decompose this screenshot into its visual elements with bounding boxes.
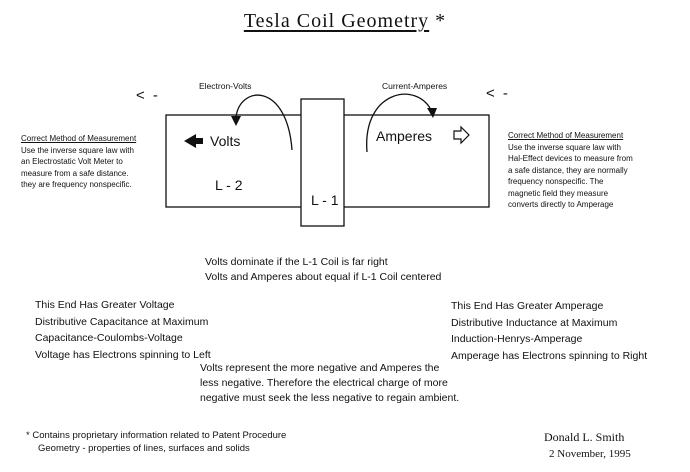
footnote-line: * Contains proprietary information relat… (26, 430, 287, 441)
right-measurement-note: Correct Method of Measurement Use the in… (508, 130, 678, 211)
l2-label: L - 2 (215, 177, 243, 193)
title-text: Tesla Coil Geometry (243, 10, 430, 32)
left-end-line: Capacitance-Coulombs-Voltage (35, 332, 183, 344)
author-name: Donald L. Smith (544, 430, 625, 444)
volts-label: Volts (210, 133, 241, 149)
middle-line: Volts and Amperes about equal if L-1 Coi… (205, 271, 442, 283)
right-note-line: converts directly to Amperage (508, 200, 614, 209)
title-asterisk: * (435, 10, 447, 32)
footnote-line: Geometry - properties of lines, surfaces… (38, 443, 250, 454)
left-note-line: Use the inverse square law with (21, 145, 134, 155)
footnote: * Contains proprietary information relat… (26, 429, 286, 455)
left-end-line: This End Has Greater Voltage (35, 299, 175, 311)
current-amperes-arrowhead (427, 108, 437, 118)
l1-coil-box (300, 98, 345, 227)
right-end-line: Induction-Henrys-Amperage (451, 333, 583, 345)
right-note-line: frequency nonspecific. The (508, 177, 604, 186)
center-explanation: Volts represent the more negative and Am… (200, 361, 459, 406)
right-end-line: Amperage has Electrons spinning to Right (451, 349, 648, 362)
electron-volts-label: Electron-Volts (199, 81, 252, 91)
right-note-line: Use the inverse square law with (508, 142, 621, 152)
middle-text: Volts dominate if the L-1 Coil is far ri… (205, 255, 441, 285)
left-note-line: an Electrostatic Volt Meter to (21, 157, 123, 166)
left-measurement-note: Correct Method of Measurement Use the in… (21, 133, 171, 191)
amperes-label: Amperes (376, 128, 433, 144)
left-direction-arrow: < - (136, 87, 160, 104)
electron-volts-curve (235, 94, 293, 151)
middle-line: Volts dominate if the L-1 Coil is far ri… (205, 256, 388, 268)
center-line: Volts represent the more negative and Am… (200, 362, 440, 374)
left-note-heading: Correct Method of Measurement (21, 134, 137, 143)
right-end-description: This End Has Greater Amperage Distributi… (451, 298, 647, 364)
current-amperes-curve (366, 93, 433, 153)
author-date: 2 November, 1995 (549, 448, 631, 460)
right-note-heading: Correct Method of Measurement (508, 131, 624, 140)
left-note-line: measure from a safe distance. (21, 168, 129, 178)
l1-label: L - 1 (311, 192, 339, 208)
left-end-description: This End Has Greater Voltage Distributiv… (35, 297, 211, 363)
left-note-line: they are frequency nonspecific. (21, 180, 132, 189)
right-end-line: This End Has Greater Amperage (451, 300, 604, 312)
right-note-line: a safe distance, they are normally (508, 165, 628, 175)
right-note-line: Hal-Effect devices to measure from (508, 154, 633, 163)
volts-arrow-icon (184, 134, 203, 148)
current-amperes-label: Current-Amperes (382, 81, 448, 91)
center-line: less negative. Therefore the electrical … (200, 377, 448, 389)
right-direction-arrow: < - (486, 85, 510, 102)
page-title: Tesla Coil Geometry * (0, 10, 690, 33)
left-end-line: Distributive Capacitance at Maximum (35, 315, 209, 328)
center-line: negative must seek the less negative to … (200, 392, 460, 404)
amperes-arrow-icon (453, 125, 470, 145)
right-end-line: Distributive Inductance at Maximum (451, 316, 618, 329)
right-note-line: magnetic field they measure (508, 188, 609, 198)
electron-volts-arrowhead (231, 116, 241, 126)
left-end-line: Voltage has Electrons spinning to Left (35, 348, 211, 361)
